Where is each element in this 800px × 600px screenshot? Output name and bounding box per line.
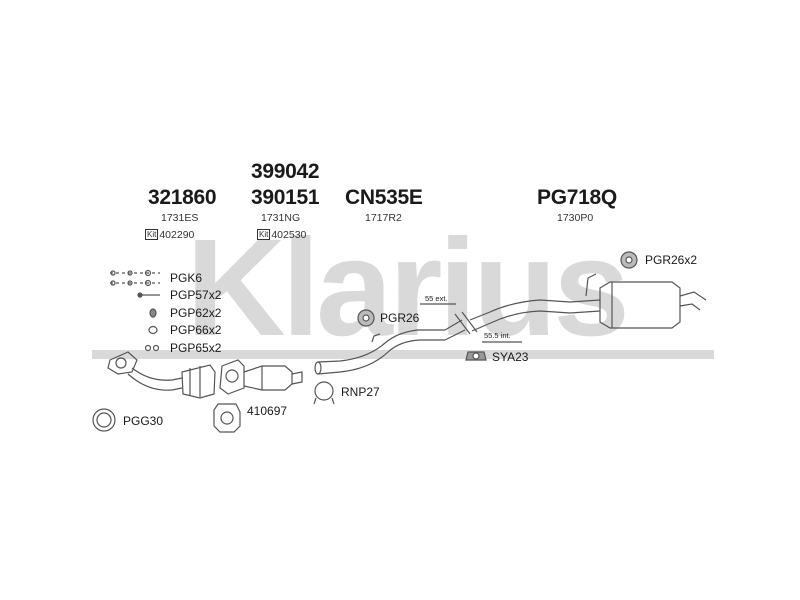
fitting-label-pgp62: PGP62x2 bbox=[170, 306, 222, 320]
part-number-390151: 390151 bbox=[251, 186, 320, 209]
dimension-label-int: 55.5 int. bbox=[484, 331, 511, 340]
kit-number: 402530 bbox=[271, 229, 307, 241]
fitting-label-pgp65: PGP65x2 bbox=[170, 341, 222, 355]
pgp65-washer-icon bbox=[144, 344, 160, 352]
fitting-label-pgr26x2: PGR26x2 bbox=[645, 253, 698, 267]
kit-label: Kit bbox=[257, 229, 271, 240]
catalyst-drawing bbox=[219, 359, 303, 395]
rnp27-clamp-icon bbox=[313, 381, 335, 405]
f410697-gasket-icon bbox=[213, 403, 241, 433]
fitting-label-pgk6: PGK6 bbox=[170, 271, 203, 285]
kit-label: Kit bbox=[145, 229, 159, 240]
kit-number: 402290 bbox=[159, 229, 195, 241]
pgg30-gasket-icon bbox=[92, 408, 116, 432]
part-number-pg718q: PG718Q bbox=[537, 186, 617, 209]
pgp62-nut-icon bbox=[149, 308, 157, 318]
watermark-underline bbox=[92, 350, 714, 359]
part-ref-1730p0: 1730P0 bbox=[557, 212, 594, 224]
part-number-cn535e: CN535E bbox=[345, 186, 423, 209]
front-pipe-drawing bbox=[107, 351, 216, 399]
part-ref-1731es: 1731ES bbox=[161, 212, 199, 224]
fitting-label-410697: 410697 bbox=[247, 404, 288, 418]
part-ref-1717r2: 1717R2 bbox=[365, 212, 402, 224]
pgr26-rubber-mount-icon bbox=[357, 309, 375, 327]
fitting-label-pgp66: PGP66x2 bbox=[170, 323, 222, 337]
watermark-logo: Klarius bbox=[186, 211, 626, 365]
pgp66-washer-icon bbox=[148, 325, 158, 335]
pgk6-kit-icon bbox=[110, 269, 160, 287]
fitting-label-sya23: SYA23 bbox=[492, 350, 529, 364]
dimension-label-ext: 55 ext. bbox=[425, 294, 448, 303]
sya23-hanger-icon bbox=[465, 351, 487, 361]
fitting-label-pgr26: PGR26 bbox=[380, 311, 420, 325]
pgp57-bolt-icon bbox=[137, 292, 160, 298]
part-number-321860: 321860 bbox=[148, 186, 217, 209]
center-pipe-drawing bbox=[314, 311, 478, 375]
part-number-399042: 399042 bbox=[251, 160, 320, 183]
fitting-label-pgp57: PGP57x2 bbox=[170, 288, 222, 302]
fitting-label-rnp27: RNP27 bbox=[341, 385, 380, 399]
pgr26x2-rubber-mount-icon bbox=[620, 251, 638, 269]
fitting-label-pgg30: PGG30 bbox=[123, 414, 164, 428]
part-ref-1731ng: 1731NG bbox=[261, 212, 301, 224]
rear-silencer-drawing bbox=[469, 273, 707, 332]
